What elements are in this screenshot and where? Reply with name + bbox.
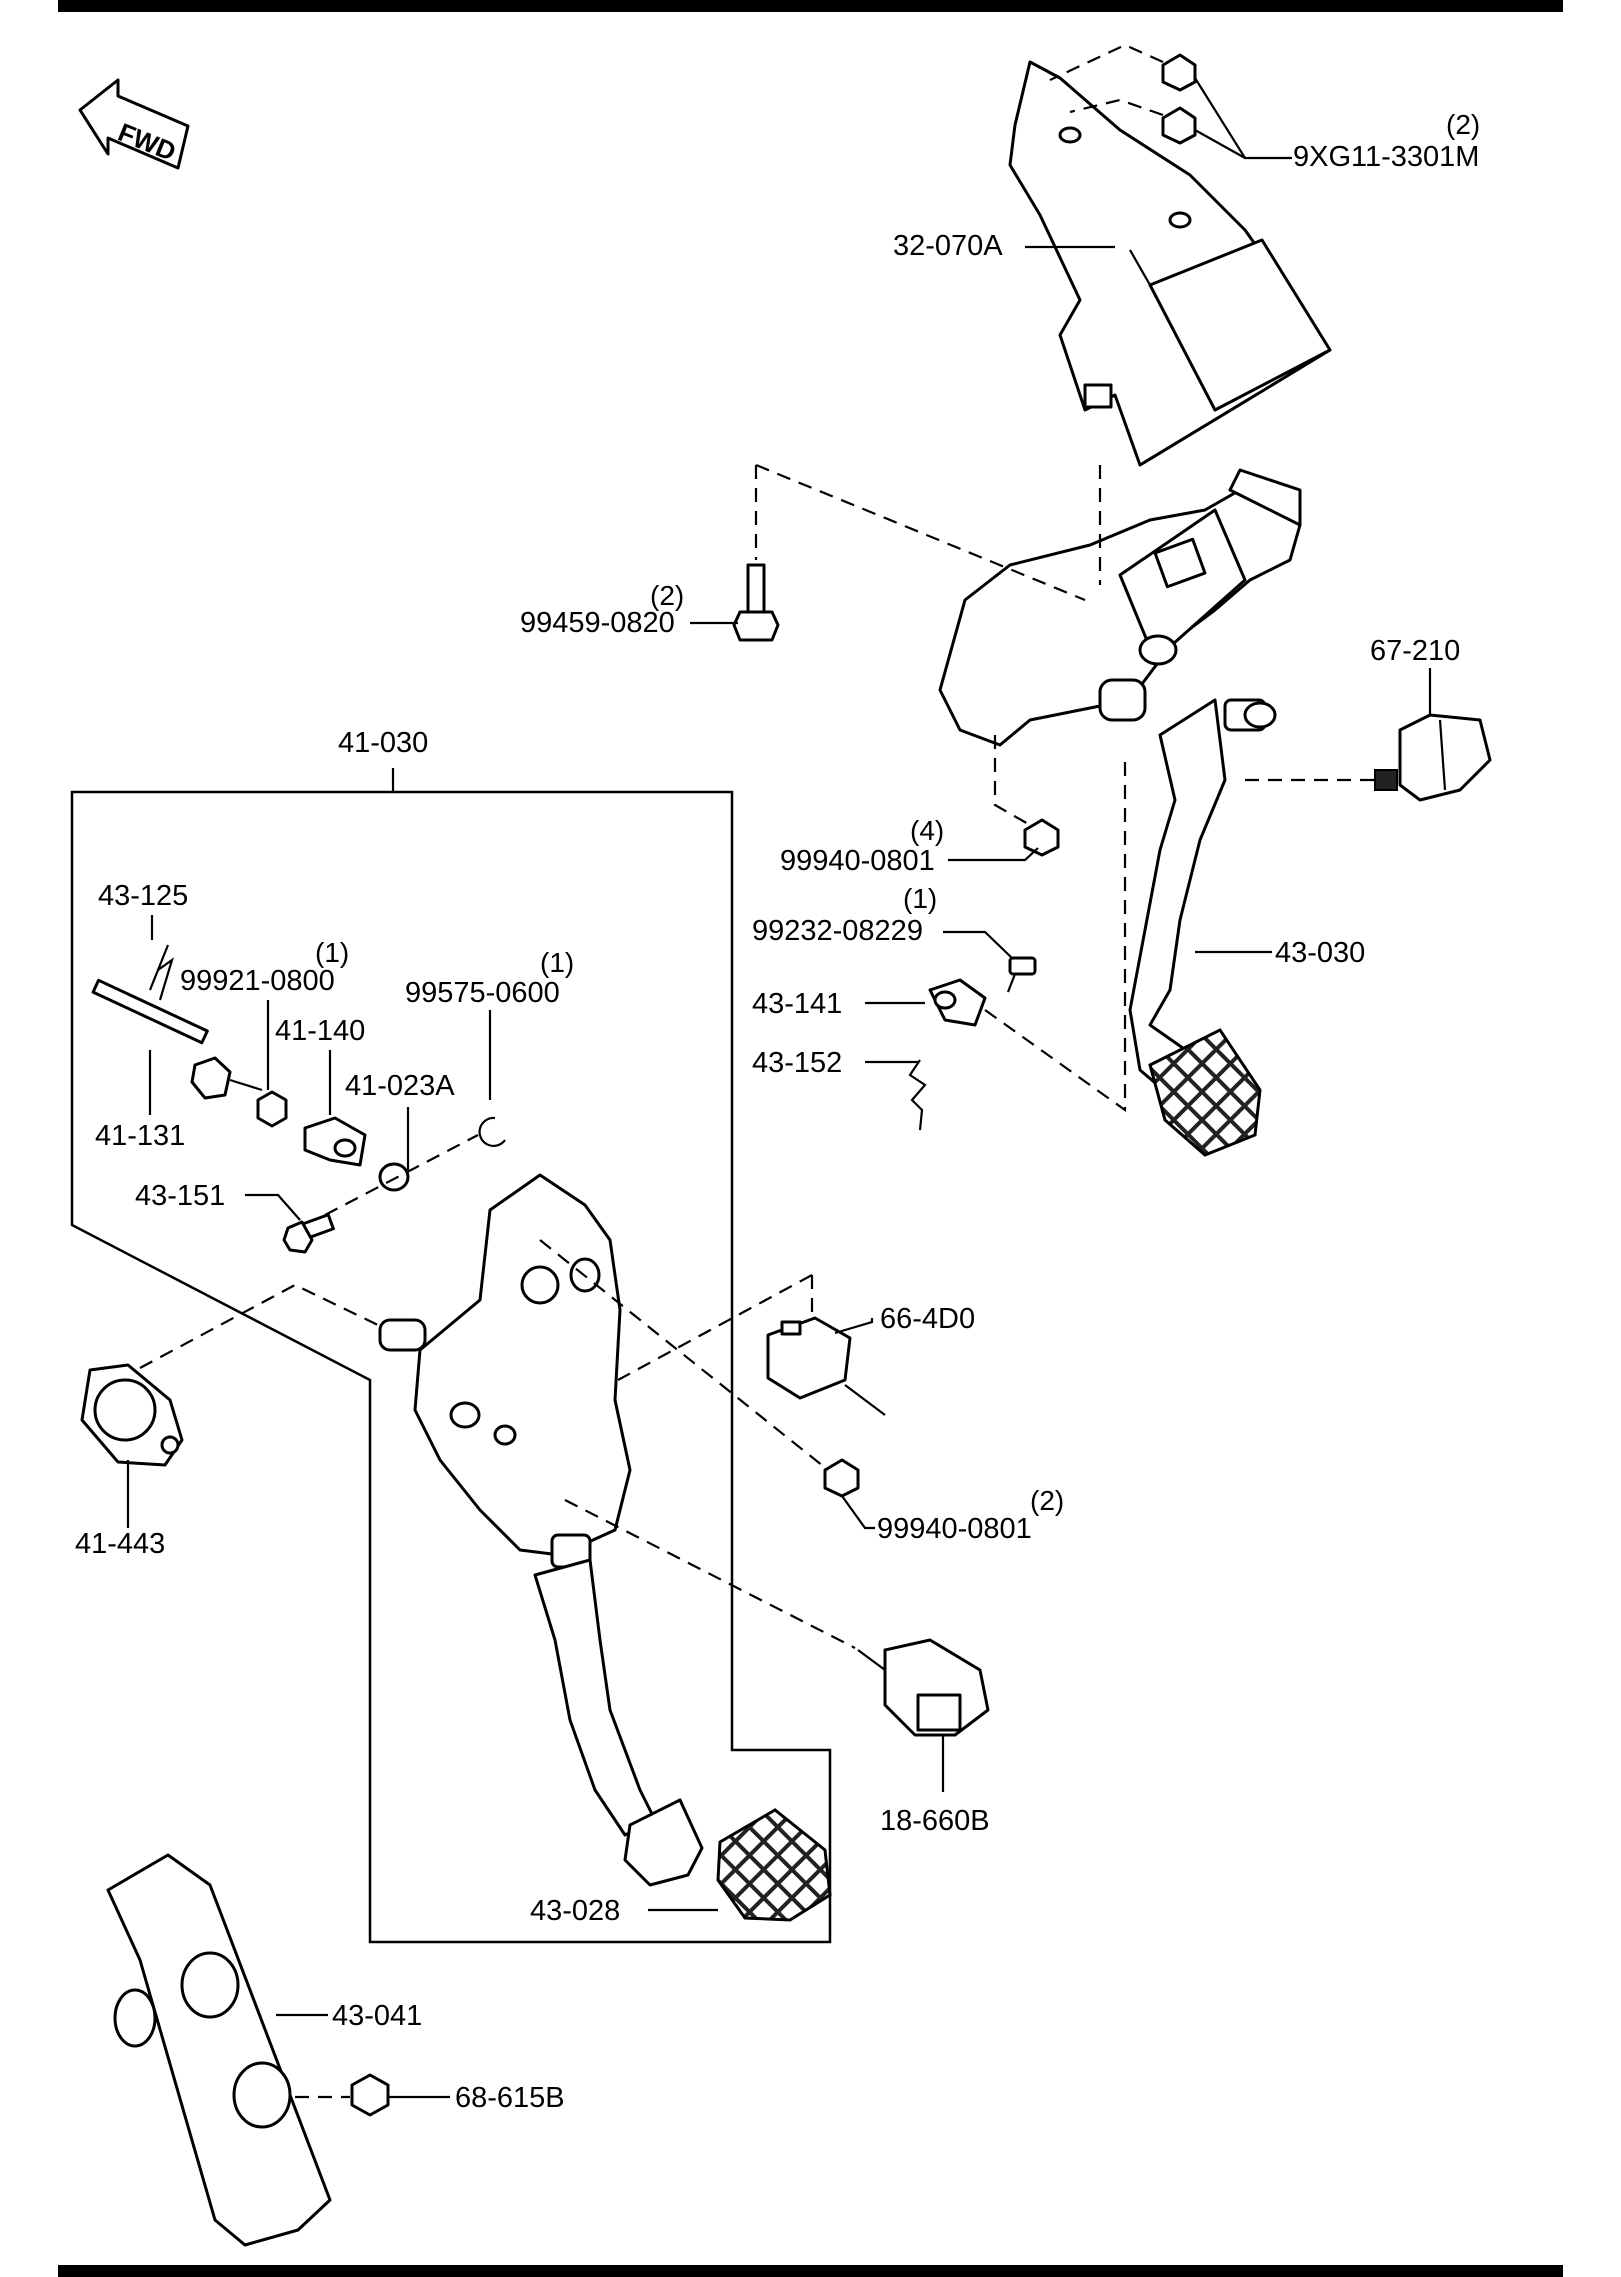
bushing-41-023A [378,1162,410,1192]
callout-41-443: 41-443 [75,1528,165,1560]
callout-99921-0800: 99921-0800 [180,965,335,997]
switch-66-4D0 [766,1316,886,1416]
clip-43-141 [928,978,987,1027]
callout-99921-0800-qty: (1) [315,937,349,968]
pedal-box [938,468,1302,747]
pin-43-152 [908,1059,927,1131]
callout-18-660B: 18-660B [880,1805,990,1837]
clutch-pedal-43-030 [1128,698,1277,1157]
callout-41-030: 41-030 [338,727,428,759]
callout-67-210: 67-210 [1370,635,1460,667]
switch-67-210 [1374,713,1492,802]
callout-43-125: 43-125 [98,880,188,912]
upper-bracket-32-070A [1008,60,1332,467]
callout-43-028: 43-028 [530,1895,620,1927]
switch-18-660B [857,1638,990,1737]
callout-99232-08229: 99232-08229 [752,915,923,947]
brake-pedal-assembly [378,1173,832,1922]
fwd-direction-arrow: FWD [78,78,190,170]
gasket-41-443 [80,1363,184,1467]
callout-99940-0801-x2: 99940-0801 [877,1513,1032,1545]
callout-9XG11-3301M: 9XG11-3301M [1293,141,1479,173]
callout-43-030: 43-030 [1275,937,1365,969]
callout-99575-0600-qty: (1) [540,947,574,978]
clevis-41-140 [303,1116,367,1167]
group-frame-41-030 [70,790,832,1944]
callout-41-023A: 41-023A [345,1070,455,1102]
nut-99940-0801-x4 [1023,818,1060,857]
callout-43-152: 43-152 [752,1047,842,1079]
callout-66-4D0: 66-4D0 [880,1303,975,1335]
bottom-border [58,2265,1563,2277]
pushrod-41-131 [91,978,263,1100]
callout-43-141: 43-141 [752,988,842,1020]
bolt-43-151 [282,1213,335,1254]
callout-68-615B: 68-615B [455,2082,565,2114]
nut-68-615B [350,2073,390,2117]
callout-41-140: 41-140 [275,1015,365,1047]
accelerator-pedal-43-041 [106,1853,332,2247]
callout-99459-0820: 99459-0820 [520,607,675,639]
bolt-99459-0820 [732,563,780,642]
screw-99232-08229 [1006,956,1037,993]
callout-43-041: 43-041 [332,2000,422,2032]
callout-43-151: 43-151 [135,1180,225,1212]
nut-9XG11-3301M [1161,53,1197,145]
retainer-99575-0600 [478,1116,506,1147]
nut-99921-0800 [256,1090,288,1128]
callout-41-131: 41-131 [95,1120,185,1152]
callout-99940-0801-x2-qty: (2) [1030,1485,1064,1516]
callout-99940-0801-x4: 99940-0801 [780,845,935,877]
callout-99940-0801-x4-qty: (4) [910,815,944,846]
callout-32-070A: 32-070A [893,230,1003,262]
callout-99459-0820-qty: (2) [650,580,684,611]
top-border [58,0,1563,12]
callout-99575-0600: 99575-0600 [405,977,560,1009]
clip-43-125 [148,944,174,1001]
nut-99940-0801-x2 [823,1458,860,1498]
callout-9XG11-3301M-qty: (2) [1446,109,1480,140]
callout-99232-08229-qty: (1) [903,883,937,914]
